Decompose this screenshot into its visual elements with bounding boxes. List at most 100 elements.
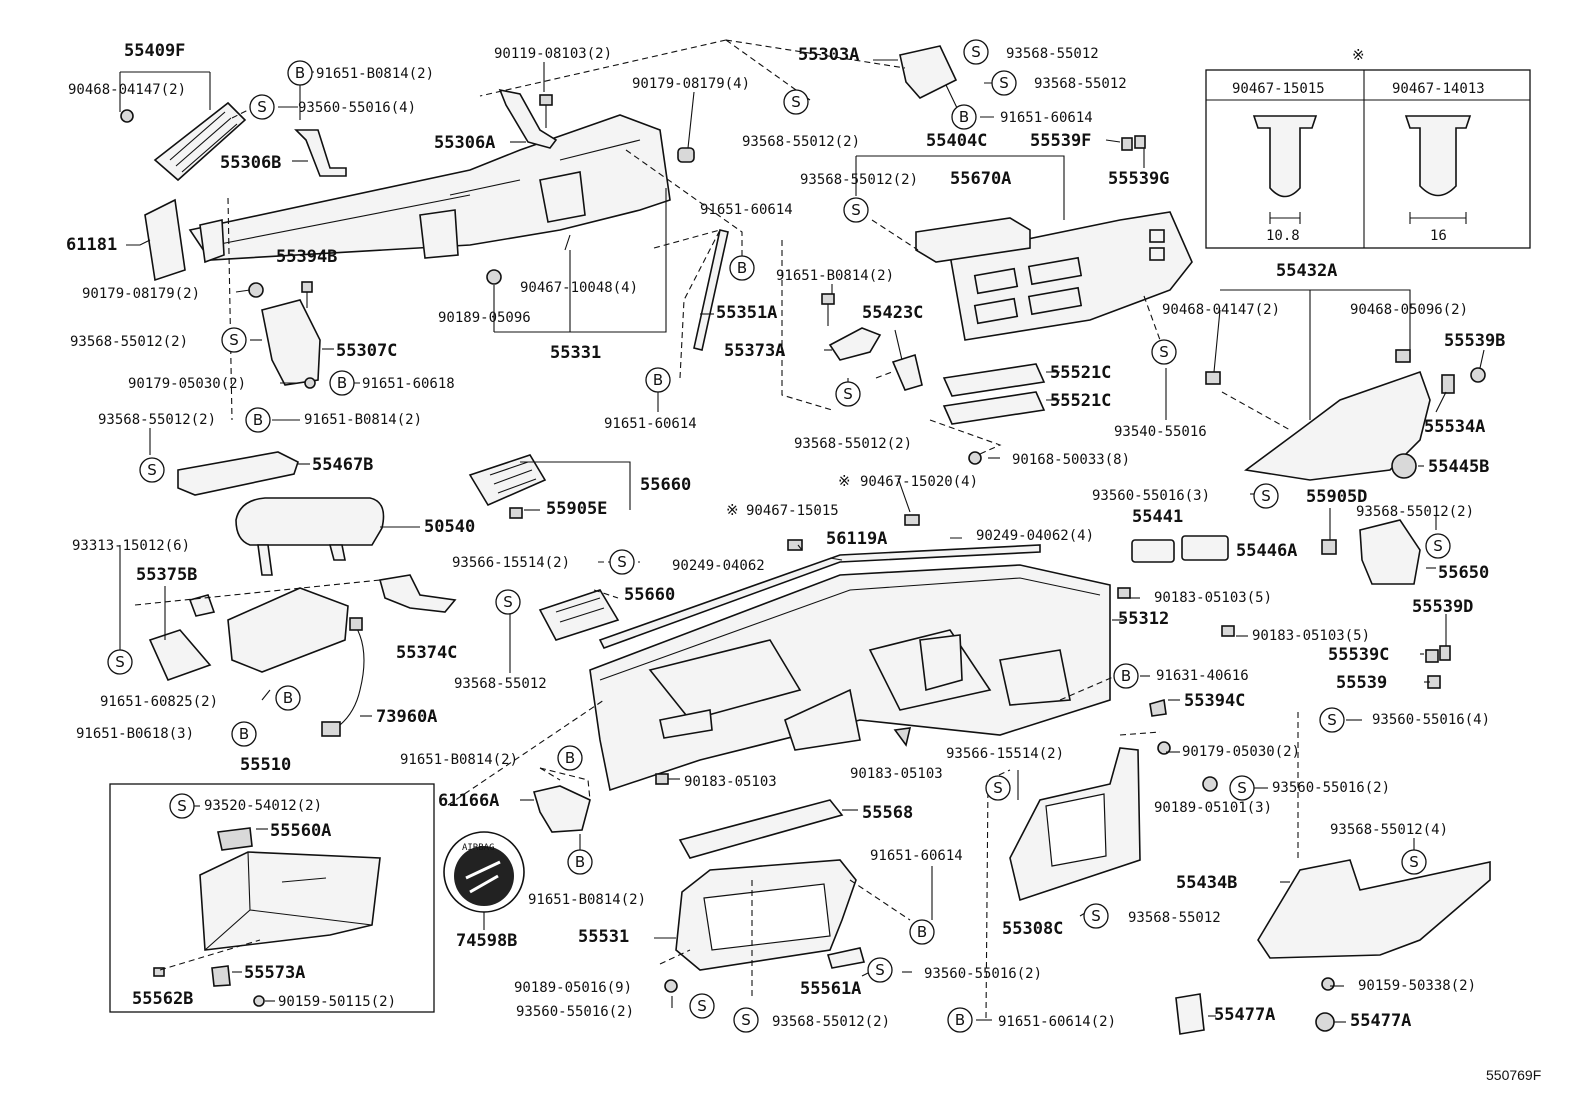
part-55562b: [153, 967, 165, 977]
marker-b-circle: [329, 370, 355, 396]
marker-s-circle: [783, 89, 809, 115]
callout-55521c: 55521C: [1050, 363, 1111, 383]
callout-55660-b: 55660: [624, 585, 675, 605]
inset-col2-dim: 16: [1430, 228, 1447, 244]
nut-icon: [248, 282, 264, 298]
part-73960a: [321, 617, 365, 737]
screw-icon: [968, 451, 982, 465]
marker-s: S: [503, 593, 513, 611]
callout-93560-55016-e: 93560-55016(2): [1272, 780, 1390, 796]
callout-55905d: 55905D: [1306, 487, 1367, 507]
callout-55375b: 55375B: [136, 565, 197, 585]
marker-s-circle: [1319, 707, 1345, 733]
callout-90468-04147-b: 90468-04147(2): [1162, 302, 1280, 318]
callout-55394b: 55394B: [276, 247, 337, 267]
callout-90189-05016: 90189-05016(9): [514, 980, 632, 996]
marker-b: B: [337, 374, 347, 392]
callout-90179-05030-b: 90179-05030(2): [1182, 744, 1300, 760]
part-55534a: [1441, 374, 1455, 394]
callout-90159-50338: 90159-50338(2): [1358, 978, 1476, 994]
callout-61181: 61181: [66, 235, 117, 255]
part-55306b: [294, 129, 347, 177]
marker-b: B: [955, 1011, 965, 1029]
marker-b-circle: [947, 1007, 973, 1033]
part-55308c: [1009, 747, 1141, 902]
marker-b-circle: [909, 919, 935, 945]
marker-s: S: [1433, 537, 1443, 555]
part-55561a: [826, 947, 866, 969]
callout-93560-55016-d: 93560-55016(3): [1092, 488, 1210, 504]
marker-s-circle: [1229, 775, 1255, 801]
callout-90183-05103: 90183-05103: [684, 774, 777, 790]
callout-93520-54012: 93520-54012(2): [204, 798, 322, 814]
part-55446a: [1181, 535, 1229, 561]
part-55306a: [498, 88, 558, 149]
nut-icon: [304, 377, 316, 389]
clip-icon: [655, 773, 669, 785]
part-55539b: [1470, 367, 1486, 383]
callout-55660: 55660: [640, 475, 691, 495]
callout-55534a: 55534A: [1424, 417, 1485, 437]
marker-s: S: [147, 461, 157, 479]
bolt-icon: [301, 281, 313, 308]
marker-s: S: [617, 553, 627, 571]
callout-labels: 55409F 90468-04147(2) 91651-B0814(2) 935…: [66, 41, 1541, 1083]
callout-90183-05103-d: 90183-05103: [850, 766, 943, 782]
callout-55307c: 55307C: [336, 341, 397, 361]
callout-93568-55012: 93568-55012(2): [70, 334, 188, 350]
part-55539d: [1439, 645, 1451, 661]
marker-s: S: [875, 961, 885, 979]
callout-74598b: 74598B: [456, 931, 517, 951]
inset-col2-header: 90467-14013: [1392, 81, 1485, 97]
part-55445b: [1391, 453, 1417, 479]
callout-55560a: 55560A: [270, 821, 331, 841]
callout-55905e: 55905E: [546, 499, 607, 519]
marker-s-circle: [249, 94, 275, 120]
marker-s-circle: [867, 957, 893, 983]
marker-b-circle: [557, 745, 583, 771]
clip-icon: [1315, 1012, 1335, 1032]
marker-s: S: [115, 653, 125, 671]
part-55539c: [1425, 649, 1439, 663]
callout-91651-60618: 91651-60618: [362, 376, 455, 392]
marker-b: B: [565, 749, 575, 767]
part-glove-box: [199, 851, 381, 951]
marker-b: B: [239, 725, 249, 743]
callout-91651-60614-e: 91651-60614(2): [998, 1014, 1116, 1030]
callout-note-symbol: ※: [726, 501, 739, 519]
marker-s-circle: [1253, 483, 1279, 509]
part-55312: [589, 564, 1111, 792]
callout-55446a: 55446A: [1236, 541, 1297, 561]
callout-55374c: 55374C: [396, 643, 457, 663]
part-55521c-lower: [942, 391, 1046, 425]
marker-s-circle: [221, 327, 247, 353]
marker-b-circle: [729, 255, 755, 281]
callout-90467-15015: 90467-15015: [746, 503, 839, 519]
marker-b: B: [737, 259, 747, 277]
marker-b-circle: [287, 60, 313, 86]
nut-icon: [1202, 776, 1218, 792]
part-55394c: [1149, 698, 1167, 717]
callout-91651-b0618: 91651-B0618(3): [76, 726, 194, 742]
callout-90249-04062-b: 90249-04062(4): [976, 528, 1094, 544]
callout-55510: 55510: [240, 755, 291, 775]
marker-s: S: [971, 43, 981, 61]
callout-55539d: 55539D: [1412, 597, 1473, 617]
screw-icon: [120, 109, 134, 123]
part-55467b: [177, 451, 299, 496]
callout-55539c: 55539C: [1328, 645, 1389, 665]
callout-55373a: 55373A: [724, 341, 785, 361]
callout-90119-08103: 90119-08103(2): [494, 46, 612, 62]
nut-icon: [664, 979, 678, 993]
callout-93313-15012: 93313-15012(6): [72, 538, 190, 554]
callout-91651-b0814-c: 91651-B0814(2): [400, 752, 518, 768]
clip-icon: [893, 727, 912, 747]
airbag-label-text: AIRBAG: [462, 843, 495, 853]
marker-b: B: [575, 853, 585, 871]
marker-s: S: [1261, 487, 1271, 505]
marker-s: S: [741, 1011, 751, 1029]
marker-s-circle: [689, 993, 715, 1019]
part-55560a: [217, 827, 253, 851]
callout-91651-60614-c: 91651-60614: [870, 848, 963, 864]
callout-91651-b0814-e: 91651-B0814(2): [776, 268, 894, 284]
